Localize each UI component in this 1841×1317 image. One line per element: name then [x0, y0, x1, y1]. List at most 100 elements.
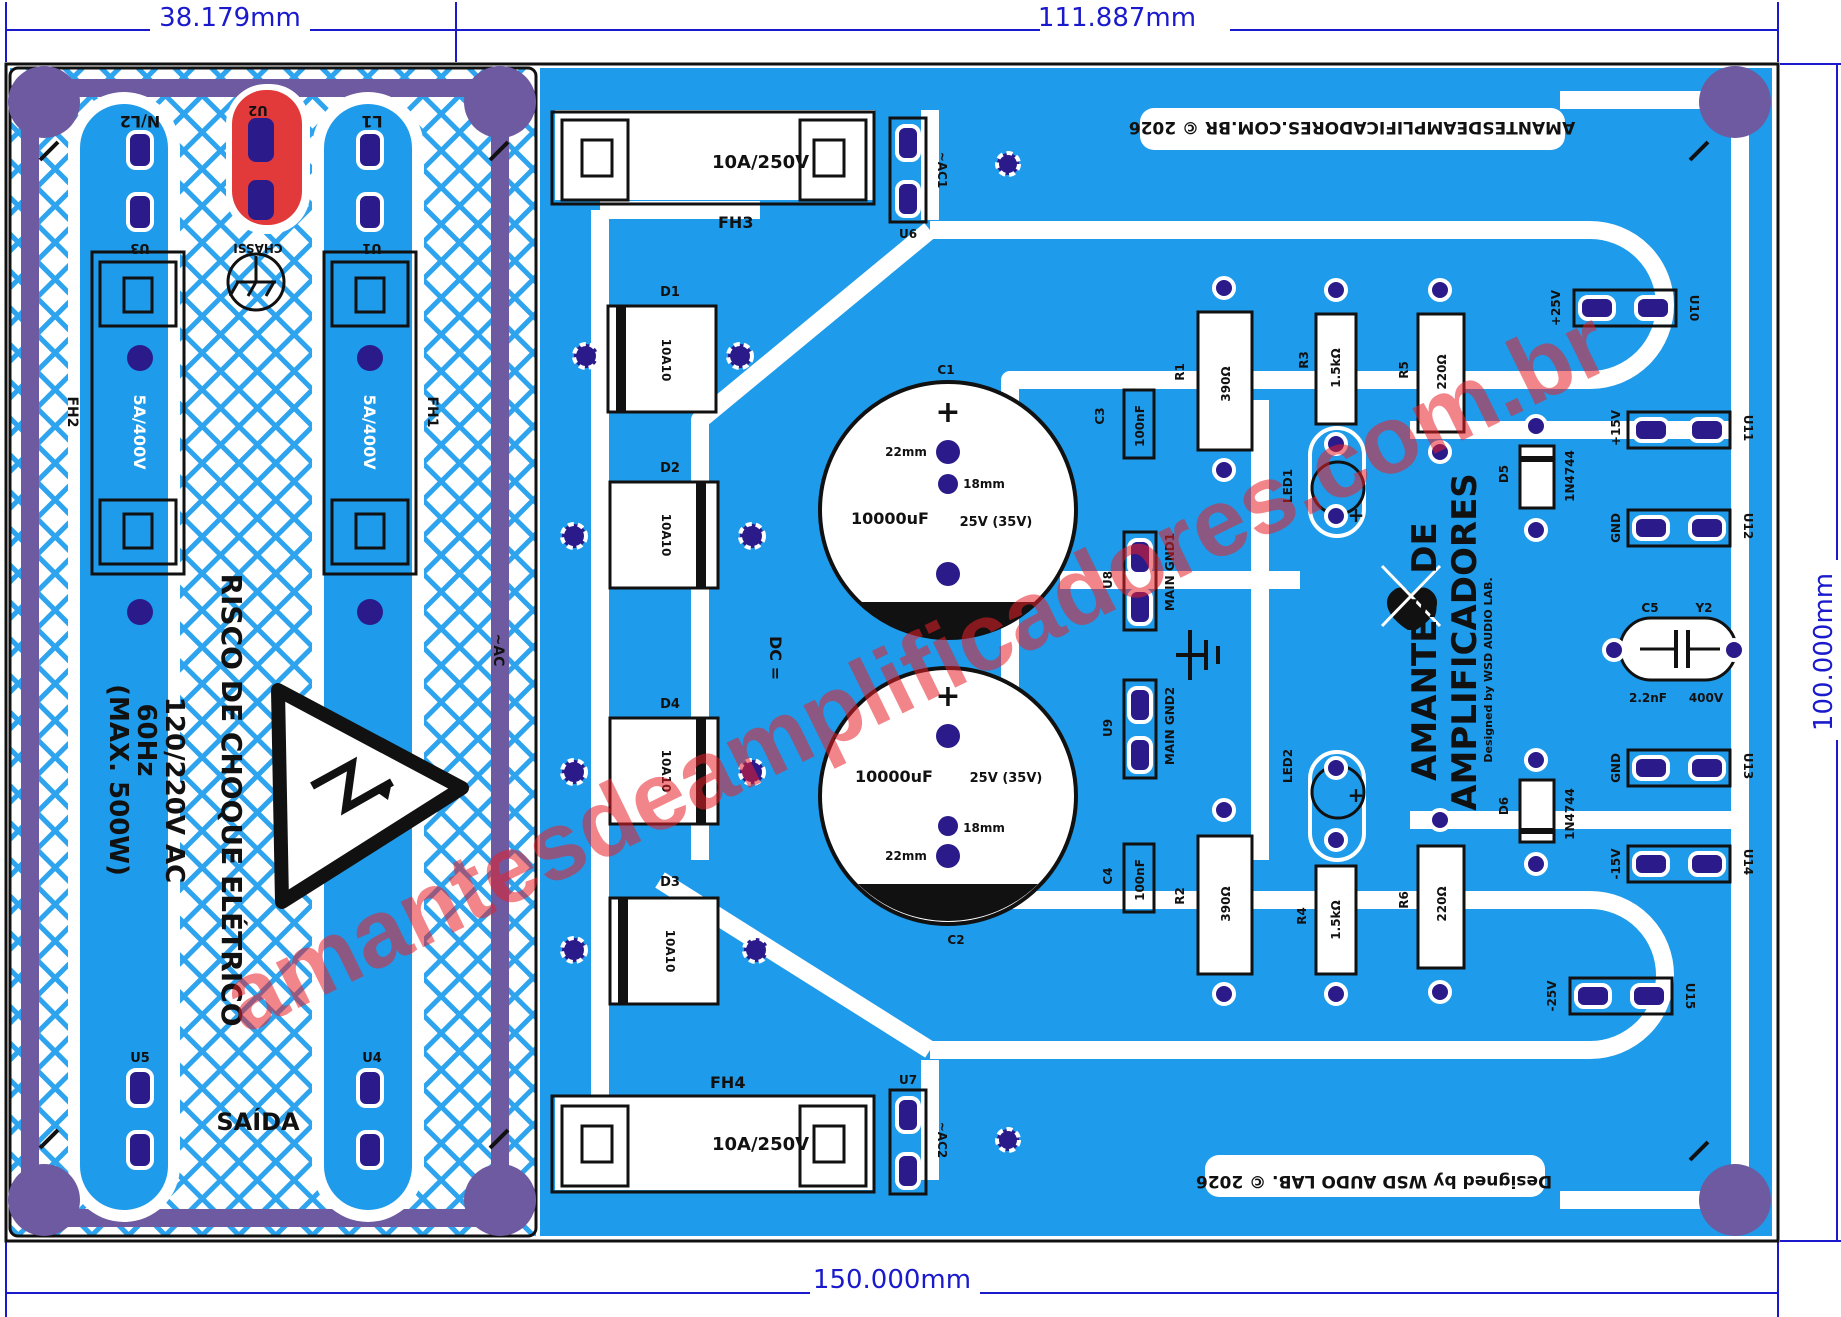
resistors: [1196, 310, 1466, 976]
label-u6: U6: [899, 227, 917, 241]
label-d5: D5: [1497, 465, 1511, 483]
diode-d4: [608, 716, 720, 826]
copper-pour: [540, 68, 1772, 1236]
label-ac-side: ~AC: [490, 634, 506, 667]
bottom-banner: Designed by WSD AUDO LAB. © 2026: [1196, 1171, 1552, 1191]
label-c5: C5: [1641, 601, 1658, 615]
u10-label: +25V: [1549, 289, 1563, 326]
label-fh4: FH4: [710, 1073, 745, 1092]
label-u10: U10: [1687, 295, 1701, 321]
d6-value: 1N4744: [1563, 788, 1577, 840]
label-led1: LED1: [1281, 469, 1295, 503]
u15-label: -25V: [1545, 980, 1559, 1012]
label-d2: D2: [660, 461, 680, 476]
diode-d1: [606, 304, 718, 414]
c1-value: 10000uF: [851, 509, 929, 528]
label-saida: SAÍDA: [216, 1107, 300, 1136]
label-c2: C2: [947, 933, 964, 947]
warning-voltage: 120/220V AC: [159, 697, 189, 883]
label-r2: R2: [1173, 887, 1187, 905]
label-dc: DC =: [766, 636, 785, 680]
diode-value-d1: 10A10: [659, 339, 673, 382]
mounting-holes: [8, 66, 1771, 1236]
label-d4: D4: [660, 697, 680, 712]
diode-d2: [608, 480, 720, 590]
u12-label: GND: [1609, 513, 1623, 543]
warning-max-power: (MAX. 500W): [103, 684, 133, 876]
label-r5: R5: [1397, 361, 1411, 379]
label-ac2: ~AC2: [935, 1122, 949, 1159]
warning-frequency: 60Hz: [131, 703, 161, 776]
u14-label: -15V: [1609, 848, 1623, 880]
label-u1: U1: [362, 240, 382, 255]
screw-icon: [38, 140, 1710, 1162]
label-u2: U2: [248, 102, 268, 117]
via-pads: [560, 151, 1021, 1153]
label-fh4-rating: 10A/250V: [712, 1134, 809, 1155]
label-c1: C1: [937, 363, 954, 377]
label-main-gnd1: MAIN GND1: [1163, 533, 1177, 611]
label-fh2: FH2: [64, 396, 80, 427]
c1-dia-22: 22mm: [885, 445, 927, 459]
label-chassi: CHASSI: [233, 241, 282, 255]
c2-voltage: 25V (35V): [970, 771, 1043, 786]
u13-label: GND: [1609, 753, 1623, 783]
dimension-height: 100.000mm: [1809, 573, 1839, 731]
r6-value: 220Ω: [1435, 886, 1449, 921]
label-fh2-rating: 5A/400V: [130, 394, 149, 470]
c5-value: 2.2nF: [1629, 691, 1667, 705]
c2-value: 10000uF: [855, 767, 933, 786]
label-u3: U3: [130, 240, 150, 255]
ac-section: [8, 66, 538, 1238]
label-main-gnd2: MAIN GND2: [1163, 687, 1177, 765]
capacitor-c2: [818, 666, 1078, 926]
dimension-total-width: 150.000mm: [813, 1265, 971, 1295]
label-u11: U11: [1741, 415, 1755, 441]
led1-plus: +: [1348, 503, 1365, 527]
r4-value: 1.5kΩ: [1329, 900, 1343, 939]
main-gnd-terminals: [1122, 530, 1220, 780]
r3-value: 1.5kΩ: [1329, 348, 1343, 387]
logo-de: DE: [1405, 522, 1445, 573]
label-ac1: ~AC1: [935, 152, 949, 189]
led-indicators: [1308, 426, 1366, 862]
label-u14: U14: [1741, 849, 1755, 875]
label-r4: R4: [1295, 907, 1309, 925]
logo-amplificadores: AMPLIFICADORES: [1445, 473, 1485, 811]
dim-label-bg-height: [1822, 560, 1841, 740]
r1-value: 390Ω: [1219, 366, 1233, 401]
c1-dia-18: 18mm: [963, 477, 1005, 491]
logo-credit: Designed by WSD AUDIO LAB.: [1482, 577, 1495, 762]
d5-value: 1N4744: [1563, 450, 1577, 502]
label-u4: U4: [362, 1051, 382, 1066]
fuse-holder-fh4: [550, 1094, 876, 1194]
label-u8: U8: [1101, 571, 1115, 589]
r5-value: 220Ω: [1435, 354, 1449, 389]
c4-value: 100nF: [1133, 859, 1147, 901]
diode-value-d2: 10A10: [659, 514, 673, 557]
label-u12: U12: [1741, 513, 1755, 539]
c2-dia-18: 18mm: [963, 821, 1005, 835]
label-fh3-rating: 10A/250V: [712, 152, 809, 173]
c1-plus: +: [935, 395, 960, 430]
diode-d3: [608, 896, 720, 1006]
dimension-left-section: 38.179mm: [159, 3, 301, 33]
c1-voltage: 25V (35V): [960, 515, 1033, 530]
capacitor-c5: [1602, 616, 1746, 682]
label-fh1: FH1: [424, 396, 440, 427]
warning-risk-text: RISCO DE CHOQUE ELÉTRICO: [215, 573, 249, 1026]
output-terminals: [1568, 288, 1732, 1016]
dim-label-bg-right: [1040, 4, 1230, 32]
label-u15: U15: [1683, 983, 1697, 1009]
c2-plus: +: [935, 679, 960, 714]
label-d1: D1: [660, 285, 680, 300]
label-r6: R6: [1397, 891, 1411, 909]
label-fh1-rating: 5A/400V: [360, 394, 379, 470]
ac-terminals: [888, 116, 928, 1196]
label-r3: R3: [1297, 351, 1311, 369]
fuse-holder-fh3: [550, 110, 876, 206]
brand-logo: [1380, 564, 1442, 630]
c3-value: 100nF: [1133, 405, 1147, 447]
label-l1: L1: [361, 112, 382, 131]
label-u9: U9: [1101, 719, 1115, 737]
